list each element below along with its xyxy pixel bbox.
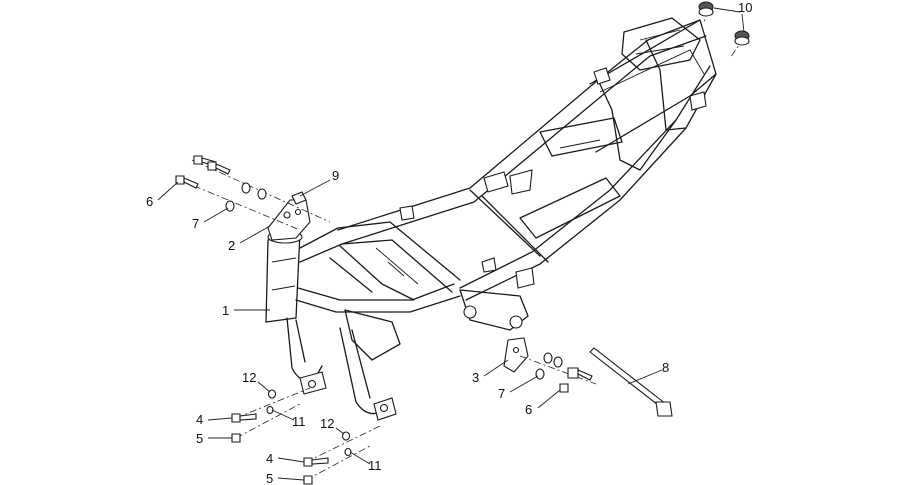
right-fasteners — [519, 347, 673, 417]
callout-7-left: 7 — [192, 216, 199, 231]
callout-4-lower: 4 — [266, 451, 273, 466]
callout-1: 1 — [222, 303, 229, 318]
callout-12-lower: 12 — [320, 416, 334, 431]
callout-11-lower: 11 — [368, 458, 382, 473]
callout-11-upper: 11 — [292, 414, 306, 429]
callout-labels: 1 2 3 4 4 5 5 6 6 7 7 8 9 10 11 11 12 12 — [146, 0, 752, 485]
rubber-bumpers — [698, 1, 750, 59]
callout-7-right: 7 — [498, 386, 505, 401]
left-bracket — [267, 199, 311, 241]
callout-6-left: 6 — [146, 194, 153, 209]
callout-3: 3 — [472, 370, 479, 385]
callout-2: 2 — [228, 238, 235, 253]
callout-9: 9 — [332, 168, 339, 183]
right-bracket — [503, 337, 529, 373]
main-frame — [265, 17, 717, 421]
callout-10: 10 — [738, 0, 752, 15]
callout-6-right: 6 — [525, 402, 532, 417]
callout-5-upper: 5 — [196, 431, 203, 446]
leader-lines — [157, 7, 745, 481]
callout-12-upper: 12 — [242, 370, 256, 385]
lower-fasteners — [231, 387, 381, 485]
callout-4-upper: 4 — [196, 412, 203, 427]
callout-5-lower: 5 — [266, 471, 273, 485]
callout-8: 8 — [662, 360, 669, 375]
